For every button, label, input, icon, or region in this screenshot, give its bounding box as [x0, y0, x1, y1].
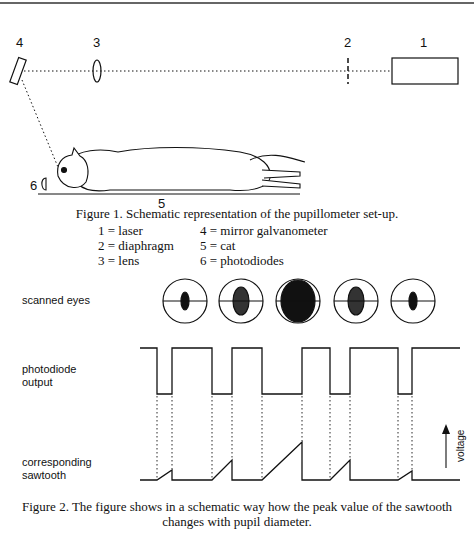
legend-item: 6 = photodiodes [200, 254, 284, 269]
cat-body [70, 148, 270, 191]
legend-item: 5 = cat [200, 239, 235, 254]
cat-head [58, 148, 88, 187]
scan-line [276, 300, 320, 301]
cat-tail [250, 155, 305, 162]
eye [219, 279, 263, 323]
scan-line [391, 300, 435, 301]
legend-item: 4 = mirror galvanometer [200, 224, 328, 239]
callout-number: 3 [93, 36, 100, 51]
scan-line [334, 300, 378, 301]
laser-beam [24, 71, 392, 72]
row-label: corresponding sawtooth [22, 456, 102, 481]
cat-leg [262, 170, 300, 178]
row-label: photodiode output [22, 363, 102, 388]
figure-caption: Figure 2. The figure shows in a schemati… [14, 500, 460, 530]
legend-item: 1 = laser [98, 224, 143, 239]
guide-line [262, 396, 263, 480]
legend-item: 3 = lens [98, 254, 139, 269]
waveforms [140, 348, 460, 480]
arrowhead [442, 424, 450, 434]
top-rule [0, 2, 474, 4]
eye [334, 279, 378, 323]
callout-number: 1 [420, 36, 427, 51]
table-line [38, 194, 300, 195]
scan-line [163, 300, 207, 301]
callout-number: 6 [30, 179, 37, 194]
eye [276, 279, 320, 323]
guide-line [350, 396, 351, 459]
callout-number: 2 [344, 36, 351, 51]
guide-line [412, 396, 413, 470]
guide-line [157, 396, 158, 480]
eye [391, 279, 435, 323]
scan-beam [22, 80, 60, 172]
guide-line [330, 396, 331, 480]
eye [163, 279, 207, 323]
scanned-eyes [163, 279, 435, 323]
guide-line [212, 396, 213, 480]
scan-line [219, 300, 263, 301]
row-label: scanned eyes [22, 294, 90, 307]
mirror-galvanometer [10, 57, 26, 84]
guide-line [398, 396, 399, 480]
legend-item: 2 = diaphragm [98, 239, 174, 254]
cat-leg [262, 180, 300, 188]
sawtooth-signal [140, 442, 460, 480]
laser-box [392, 58, 458, 84]
photodiode-signal [140, 348, 460, 394]
cat-eye [62, 168, 67, 173]
guide-line [172, 396, 173, 469]
photodiode [42, 178, 46, 190]
guide-line [302, 396, 303, 441]
axis-label: voltage [455, 430, 467, 462]
cat [58, 148, 305, 191]
guide-line [232, 396, 233, 459]
figure-caption: Figure 1. Schematic representation of th… [10, 207, 464, 222]
callout-number: 4 [16, 36, 23, 51]
